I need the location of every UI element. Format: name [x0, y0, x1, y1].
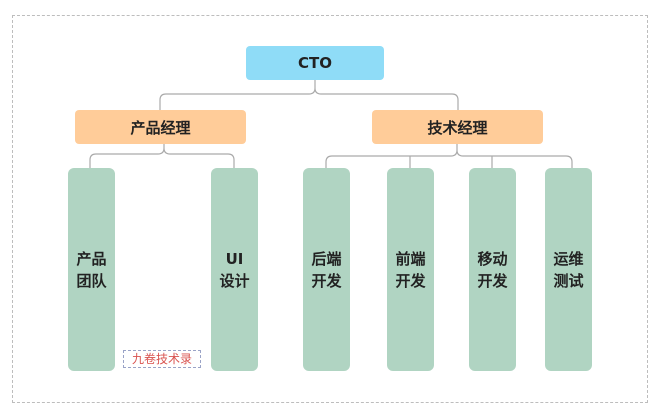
connector-tm-teams	[325, 144, 573, 168]
product-team-node: 产品 团队	[68, 168, 115, 371]
connector-cto-managers	[159, 80, 459, 110]
cto-node: CTO	[246, 46, 384, 80]
product-manager-node: 产品经理	[75, 110, 246, 144]
watermark-label: 九卷技术录	[123, 350, 201, 368]
backend-dev-node: 后端 开发	[303, 168, 350, 371]
mobile-dev-node: 移动 开发	[469, 168, 516, 371]
ops-test-node: 运维 测试	[545, 168, 592, 371]
ui-design-node: UI 设计	[211, 168, 258, 371]
tech-manager-node: 技术经理	[372, 110, 543, 144]
connector-pm-teams	[89, 144, 235, 168]
frontend-dev-node: 前端 开发	[387, 168, 434, 371]
diagram-frame	[12, 15, 648, 403]
